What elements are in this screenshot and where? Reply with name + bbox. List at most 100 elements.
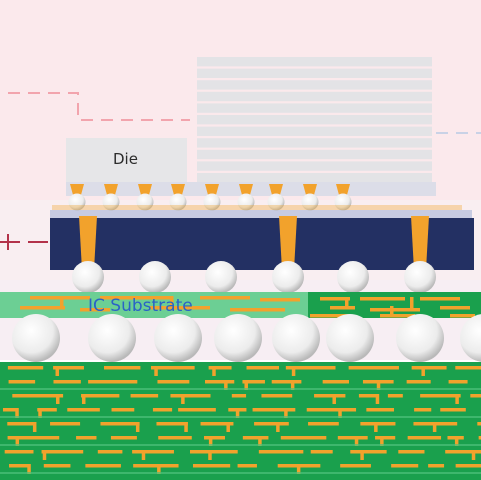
pcb-via xyxy=(421,366,425,376)
c4-bump xyxy=(337,261,369,293)
pcb-trace xyxy=(414,408,432,412)
pcb-trace xyxy=(53,366,84,370)
substrate-copper-traces xyxy=(20,296,475,318)
pcb-trace xyxy=(132,450,174,454)
substrate-via xyxy=(345,297,349,309)
pcb-via xyxy=(244,380,248,390)
pcb-trace xyxy=(111,408,135,412)
bga-ball-row xyxy=(12,314,481,362)
substrate-trace xyxy=(100,296,170,300)
substrate-trace xyxy=(310,314,350,318)
pcb-via xyxy=(296,464,301,474)
pcb-trace xyxy=(366,408,395,412)
memory-layer xyxy=(197,115,432,125)
pcb-via xyxy=(376,380,381,390)
pcb-via xyxy=(338,408,342,418)
pcb-via xyxy=(55,366,60,376)
ic-substrate-dark-region xyxy=(308,292,481,318)
substrate-trace xyxy=(230,308,285,312)
pcb-trace xyxy=(37,408,57,412)
pcb-via xyxy=(135,422,140,432)
pcb-trace xyxy=(246,366,280,370)
pcb-trace xyxy=(110,436,137,440)
micro-bump-ball xyxy=(334,193,352,211)
pcb-layer-divider xyxy=(0,388,481,390)
pcb-via xyxy=(38,408,42,418)
pcb-trace xyxy=(204,436,225,440)
micro-bump-pillar xyxy=(336,184,350,195)
pcb-via xyxy=(258,436,262,446)
pcb-trace xyxy=(157,380,190,384)
pcb-trace xyxy=(104,366,141,370)
pcb-trace xyxy=(156,422,188,426)
substrate-trace xyxy=(260,298,300,302)
pcb-trace xyxy=(205,380,235,384)
micro-bump-underfill xyxy=(52,205,462,210)
pcb-trace xyxy=(428,464,445,468)
pcb-via xyxy=(290,380,295,390)
micro-bump-pillar xyxy=(70,184,84,195)
c4-bump xyxy=(404,261,436,293)
pcb-trace xyxy=(285,366,336,370)
memory-layer xyxy=(197,57,432,67)
through-via-group xyxy=(79,216,429,270)
pcb-trace xyxy=(261,394,293,398)
c4-bump xyxy=(72,261,104,293)
pcb-trace xyxy=(448,380,468,384)
pcb-trace xyxy=(9,464,29,468)
pcb-trace xyxy=(76,436,97,440)
pcb-via xyxy=(360,450,364,460)
pcb-trace xyxy=(358,394,378,398)
micro-bump-ball xyxy=(203,193,221,211)
substrate-trace xyxy=(80,308,110,312)
dashed-guide-lines xyxy=(8,92,481,134)
pcb-trace xyxy=(4,450,34,454)
c4-bump xyxy=(205,261,237,293)
pcb-via xyxy=(15,408,19,418)
pcb-via xyxy=(354,436,359,446)
memory-layer xyxy=(197,138,432,148)
pcb-trace xyxy=(178,408,216,412)
pcb-via xyxy=(32,422,37,432)
pcb-layer-divider xyxy=(0,444,481,446)
pcb-layer-divider xyxy=(0,416,481,418)
substrate-trace xyxy=(330,306,355,310)
pcb-trace xyxy=(308,422,339,426)
memory-stack xyxy=(197,57,432,183)
pcb-via xyxy=(276,422,280,432)
pcb-trace xyxy=(43,464,71,468)
pcb-via xyxy=(471,450,476,460)
pcb-via xyxy=(454,436,459,446)
memory-layer xyxy=(197,91,432,102)
substrate-via xyxy=(410,297,414,309)
pcb-trace xyxy=(133,464,179,468)
pcb-trace xyxy=(130,394,159,398)
pcb-via xyxy=(455,394,459,404)
pcb-trace xyxy=(420,394,461,398)
substrate-via xyxy=(170,296,174,308)
pcb-trace xyxy=(306,408,357,412)
c4-bump xyxy=(139,261,171,293)
pcb-trace xyxy=(208,366,232,370)
micro-bump-pillar xyxy=(104,184,118,195)
edge-marker xyxy=(0,234,48,250)
interposer-top-layer xyxy=(50,210,472,220)
memory-layer xyxy=(197,149,432,160)
memory-layer xyxy=(197,80,432,90)
pcb-trace xyxy=(189,450,238,454)
substrate-trace xyxy=(150,306,210,310)
pcb-trace xyxy=(170,394,211,398)
pcb-board xyxy=(0,362,481,480)
pcb-via xyxy=(184,422,188,432)
substrate-trace xyxy=(440,306,470,310)
pcb-via xyxy=(208,436,213,446)
pcb-trace xyxy=(440,408,466,412)
pcb-trace xyxy=(237,464,257,468)
pcb-via xyxy=(226,422,230,432)
pcb-trace xyxy=(158,436,192,440)
pcb-trace xyxy=(411,366,447,370)
pcb-trace xyxy=(242,380,265,384)
pcb-trace xyxy=(280,436,327,440)
pcb-trace xyxy=(7,436,60,440)
